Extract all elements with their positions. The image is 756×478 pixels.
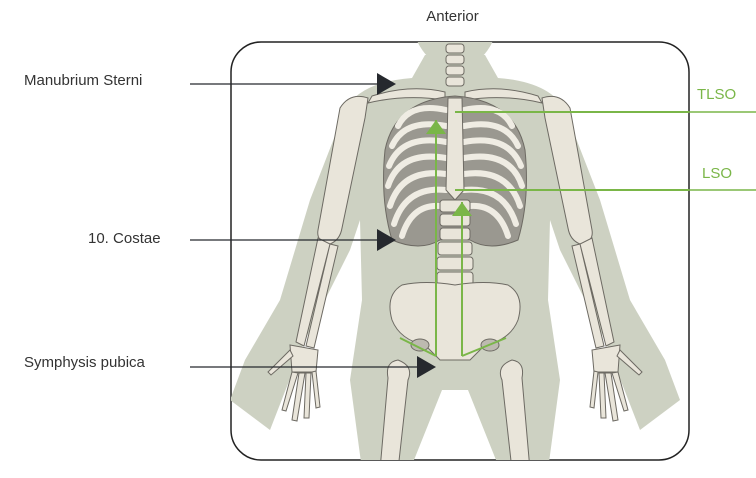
orthosis-leader-lines xyxy=(689,112,756,190)
sternum xyxy=(446,98,464,200)
